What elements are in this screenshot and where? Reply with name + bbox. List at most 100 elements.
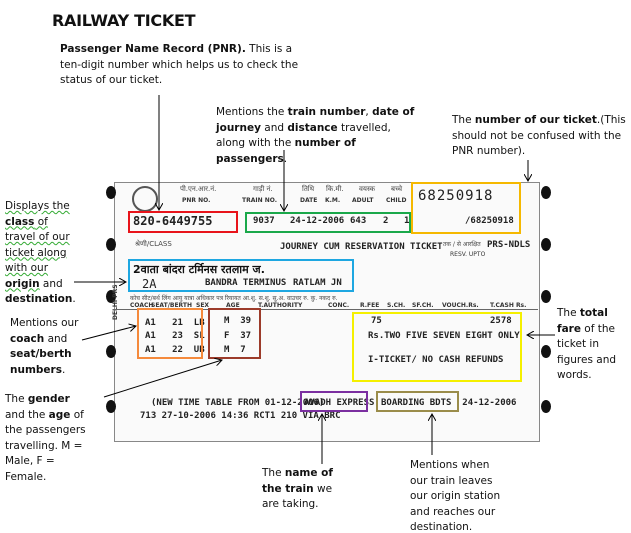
train-number: 9037 <box>253 216 275 226</box>
refund-note: I-TICKET/ NO CASH REFUNDS <box>368 355 504 365</box>
origin-station: BANDRA TERMINUS <box>205 278 287 288</box>
col-rfee: R.FEE <box>360 302 380 309</box>
col-sex: SEX <box>196 302 210 309</box>
child-count: 1 <box>404 216 410 226</box>
t: of the ticket in figures and words. <box>557 322 617 382</box>
t: .(This should not be confused with the P… <box>452 114 626 157</box>
t: origin <box>5 277 40 290</box>
perforation-hole <box>106 345 116 358</box>
pnr-number: 820-6449755 <box>133 214 213 228</box>
seat: 21 <box>172 318 183 328</box>
journey-date: 24-12-2006 <box>290 216 345 226</box>
boarding-annotation: Mentions when our train leaves our origi… <box>410 459 501 533</box>
col-cash: T.CASH Rs. <box>490 302 527 309</box>
passenger-row: A1 21 LB <box>145 316 205 331</box>
t: class <box>5 215 35 228</box>
total-fare-words: Rs.TWO FIVE SEVEN EIGHT ONLY <box>368 331 520 341</box>
passenger-sex-age: M 7 <box>224 345 246 355</box>
perforation-hole <box>541 290 551 303</box>
passenger-sex-age: M 39 <box>224 316 251 326</box>
t: and <box>260 121 288 134</box>
perforation-hole <box>541 345 551 358</box>
ticket-number: 68250918 <box>418 188 494 204</box>
t: and <box>44 332 68 345</box>
t: date of journey <box>216 106 415 134</box>
t: age <box>48 408 71 421</box>
col-vouch: VOUCH.Rs. <box>442 302 479 309</box>
t: . <box>61 363 66 376</box>
seat: 23 <box>172 331 183 341</box>
t: Mentions our <box>10 317 79 329</box>
coach: A1 <box>145 318 156 328</box>
pnr-annotation-text: This is a ten-digit number which helps u… <box>60 43 299 86</box>
t: travelled, along with the <box>216 121 391 150</box>
class-label: श्रेणी/CLASS <box>135 240 172 248</box>
col-sfch: SF.CH. <box>412 302 434 309</box>
header-hi: गाड़ी नं. <box>253 185 273 193</box>
t: The <box>262 467 285 479</box>
perforation-hole <box>106 186 116 199</box>
header-adult: ADULT <box>352 197 374 204</box>
divider <box>114 309 538 310</box>
timetable-note: (NEW TIME TABLE FROM 01-12-2006) <box>151 398 325 408</box>
t: The <box>5 393 28 405</box>
adult-count: 2 <box>383 216 389 226</box>
t: . <box>72 293 76 305</box>
t: and the <box>5 408 49 421</box>
header-km: K.M. <box>325 197 341 204</box>
t: of the passengers travelling. M = Male, … <box>5 408 86 483</box>
perforation-hole <box>541 400 551 413</box>
resv-upto-label: RESV. UPTO <box>450 251 486 258</box>
sex: M <box>224 316 230 326</box>
class-annotation: Displays the class of travel of our tick… <box>5 199 76 308</box>
header-hi: कि.मी. <box>326 185 344 193</box>
passenger-row: A1 22 UB <box>145 345 205 355</box>
boarding-highlight <box>376 391 459 412</box>
col-sch: S.CH. <box>387 302 406 309</box>
t: of travel of our ticket along with our <box>5 215 70 275</box>
header-hi: तिथि <box>302 185 315 193</box>
header-child: CHILD <box>386 197 407 204</box>
destination-station: RATLAM JN <box>293 278 342 288</box>
coach-arrow <box>81 326 136 341</box>
total-fare: 2578 <box>490 316 512 326</box>
header-train: TRAIN NO. <box>242 197 277 204</box>
col-seat: SEAT/BERTH <box>151 302 193 309</box>
t: seat/berth numbers <box>10 348 72 376</box>
ticket-number-ref: /68250918 <box>465 216 514 226</box>
fare-highlight <box>352 312 522 382</box>
ticket-number-annotation: The number of our ticket.(This should no… <box>452 113 627 160</box>
header-hi: वयस्क <box>359 185 376 193</box>
seat: 22 <box>172 345 183 355</box>
perforation-hole <box>541 186 551 199</box>
berth: UB <box>193 345 205 355</box>
perforation-hole <box>106 238 116 251</box>
pnr-highlight <box>128 211 238 233</box>
coach: A1 <box>145 331 156 341</box>
fare-annotation: The total fare of the ticket in figures … <box>557 306 631 384</box>
train-name-annotation: The name of the train we are taking. <box>262 466 334 513</box>
perforation-hole <box>106 400 116 413</box>
coach-annotation: Mentions our coach and seat/berth number… <box>10 316 82 378</box>
coach-highlight <box>137 308 203 359</box>
t: number of passengers <box>216 137 356 165</box>
gender-age-highlight <box>208 308 261 359</box>
col-authority: T.AUTHORITY <box>258 302 303 309</box>
age: 37 <box>240 331 252 341</box>
coach: A1 <box>145 345 156 355</box>
ticket-number-highlight <box>411 182 521 234</box>
sex: M <box>224 345 230 355</box>
passenger-row: A1 23 SL <box>145 331 205 341</box>
t: and <box>39 277 63 290</box>
issue-line: 713 27-10-2006 14:36 RCT1 210 VIA BRC <box>140 411 341 421</box>
train-annotation: Mentions the train number, date of journ… <box>216 105 416 167</box>
t: Mentions the <box>216 106 288 118</box>
resv-upto-hi: तक / से आरक्षित <box>443 241 481 248</box>
col-coach: COACH <box>130 302 154 309</box>
t: name of the train <box>262 467 333 495</box>
columns-hindi: कोच सीट/बर्थ लिंग आयु यात्रा अधिकार पत्र… <box>130 295 338 302</box>
ticket-type: JOURNEY CUM RESERVATION TICKET <box>280 242 443 252</box>
t: . <box>283 152 288 165</box>
passenger-sex-age: F 37 <box>224 331 251 341</box>
